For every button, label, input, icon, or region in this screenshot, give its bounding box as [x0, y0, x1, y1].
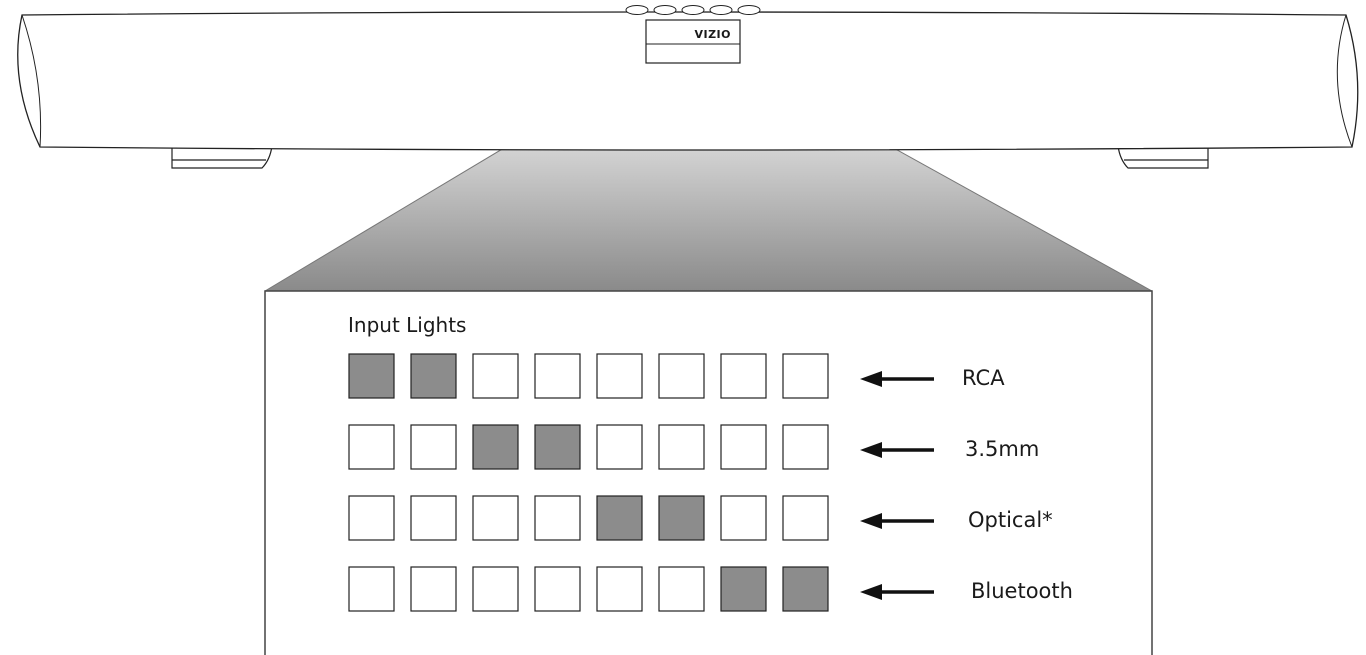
light-row: 3.5mm	[348, 424, 1039, 470]
input-light-unlit	[472, 566, 519, 612]
arrowhead-icon	[860, 513, 882, 529]
input-light-unlit	[534, 566, 581, 612]
panel-title: Input Lights	[348, 313, 466, 337]
light-row: Optical*	[348, 495, 1053, 541]
top-button	[681, 5, 705, 15]
input-light-unlit	[782, 353, 829, 399]
vizio-logo: VIZIO	[694, 28, 731, 41]
input-light-unlit	[472, 495, 519, 541]
input-light-lit	[472, 424, 519, 470]
light-row: RCA	[348, 353, 1005, 399]
arrowhead-icon	[860, 371, 882, 387]
input-light-unlit	[782, 424, 829, 470]
input-light-unlit	[472, 353, 519, 399]
zoom-beam	[265, 63, 1152, 291]
input-light-unlit	[720, 424, 767, 470]
input-light-unlit	[410, 495, 457, 541]
input-light-lit	[534, 424, 581, 470]
input-light-lit	[348, 353, 395, 399]
input-light-lit	[596, 495, 643, 541]
arrowhead-icon	[860, 442, 882, 458]
input-light-unlit	[348, 566, 395, 612]
input-label: Bluetooth	[971, 579, 1073, 603]
input-light-unlit	[534, 353, 581, 399]
input-light-unlit	[720, 353, 767, 399]
top-button	[737, 5, 761, 15]
soundbar-top-buttons	[625, 5, 761, 15]
input-light-unlit	[410, 566, 457, 612]
input-light-unlit	[348, 495, 395, 541]
input-light-lit	[782, 566, 829, 612]
light-row: Bluetooth	[348, 566, 1073, 612]
input-light-unlit	[596, 566, 643, 612]
input-light-unlit	[658, 566, 705, 612]
input-light-lit	[410, 353, 457, 399]
input-light-unlit	[348, 424, 395, 470]
top-button	[709, 5, 733, 15]
input-light-unlit	[596, 353, 643, 399]
input-label: Optical*	[968, 508, 1053, 532]
top-button	[653, 5, 677, 15]
top-button	[625, 5, 649, 15]
input-light-unlit	[658, 353, 705, 399]
input-light-unlit	[782, 495, 829, 541]
input-label: RCA	[962, 366, 1005, 390]
input-light-unlit	[596, 424, 643, 470]
input-light-lit	[720, 566, 767, 612]
soundbar-foot-right	[1117, 145, 1209, 169]
soundbar-front-display: VIZIO	[645, 19, 741, 64]
arrowhead-icon	[860, 584, 882, 600]
input-light-unlit	[534, 495, 581, 541]
input-light-lit	[658, 495, 705, 541]
input-light-unlit	[720, 495, 767, 541]
soundbar-body	[17, 11, 1359, 151]
input-label: 3.5mm	[965, 437, 1039, 461]
input-light-unlit	[410, 424, 457, 470]
input-light-unlit	[658, 424, 705, 470]
